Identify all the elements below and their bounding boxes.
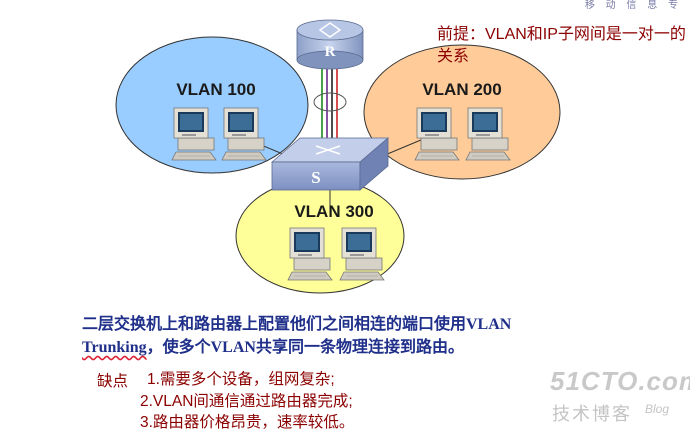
description-line-1: 二层交换机上和路由器上配置他们之间相连的端口使用VLAN [82,316,512,333]
router-label: R [325,44,336,60]
description-line-2: Trunking，使多个VLAN共享同一条物理连接到路由。 [82,336,642,359]
cons-item-2: 2.VLAN间通信通过路由器完成; [140,393,353,410]
switch-label: S [311,168,320,187]
vlan-100-label: VLAN 100 [176,80,255,99]
vlan-200-label: VLAN 200 [422,80,501,99]
router-icon: R [296,19,364,70]
description-line-2-rest: ，使多个VLAN共享同一条物理连接到路由。 [146,339,464,356]
switch-icon: S [270,137,390,191]
watermark-sub: 技术博客 [552,404,632,424]
cons-title: 缺点 [97,373,129,390]
header-mark: 移 动 信 息 专 [584,0,682,11]
cons-item-3: 3.路由器价格昂贵，速率较低。 [140,414,355,431]
trunking-term: Trunking [82,339,147,356]
vlan-200-ellipse [363,44,561,180]
cons-item-1: 1.需要多个设备，组网复杂; [147,371,335,388]
description: 二层交换机上和路由器上配置他们之间相连的端口使用VLAN Trunking，使多… [82,313,642,359]
trunk-link [313,62,347,142]
watermark-site: 51CTO.com [550,366,690,396]
vlan-300-label: VLAN 300 [294,202,373,221]
watermark-blog: Blog [645,402,670,416]
premise-note: 前提：VLAN和IP子网间是一对一的关系 [437,26,686,65]
